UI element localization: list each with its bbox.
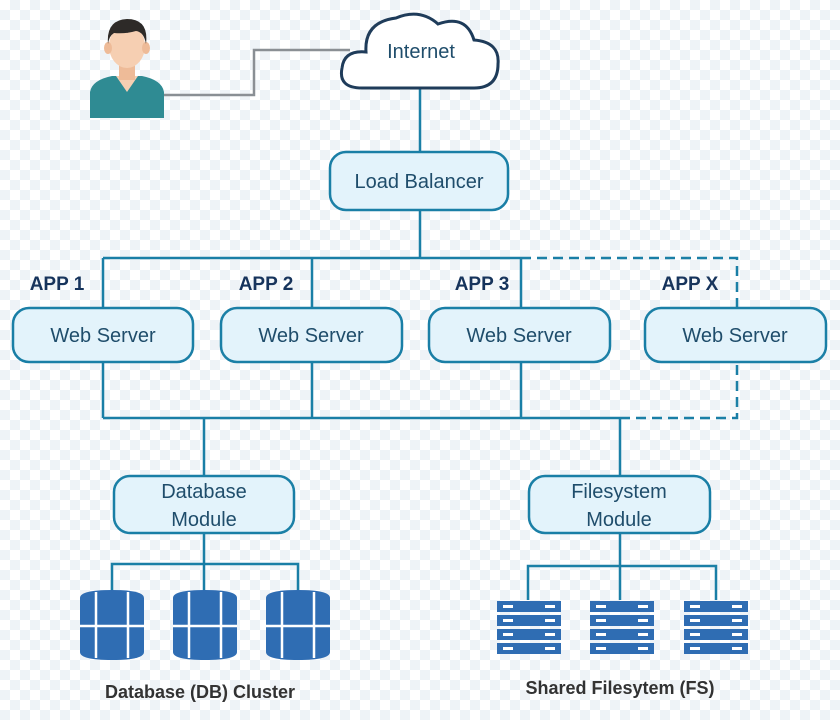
web-server-node-app3[interactable]: Web Server (427, 306, 612, 364)
connector-lines (101, 48, 739, 600)
top-bus-dashed-line (521, 256, 739, 308)
web-server-label: Web Server (50, 325, 156, 347)
load-balancer-label: Load Balancer (355, 171, 484, 193)
db-cluster-caption: Database (DB) Cluster (105, 682, 295, 702)
app-label-x: APP X (662, 274, 719, 295)
app-label-3: APP 3 (455, 274, 510, 295)
database-drum-icon (173, 590, 237, 660)
fs-caption: Shared Filesytem (FS) (525, 678, 714, 698)
web-server-label: Web Server (466, 325, 572, 347)
database-drum-icon (266, 590, 330, 660)
filesystem-module-line2: Module (586, 509, 652, 531)
web-server-node-appx[interactable]: Web Server (643, 306, 828, 364)
storage-racks (497, 601, 748, 654)
web-server-node-app1[interactable]: Web Server (11, 306, 195, 364)
cloud-icon (339, 12, 500, 90)
internet-cloud: Internet (339, 12, 500, 90)
server-rack-icon (497, 601, 561, 654)
filesystem-module-line1: Filesystem (571, 481, 667, 503)
web-server-label: Web Server (258, 325, 364, 347)
web-server-label: Web Server (682, 325, 788, 347)
load-balancer-node[interactable]: Load Balancer (328, 150, 510, 212)
web-server-node-app2[interactable]: Web Server (219, 306, 404, 364)
database-module-line2: Module (171, 509, 237, 531)
server-rack-icon (590, 601, 654, 654)
fs-fan-line (526, 564, 718, 600)
bottom-bus-dashed-line (620, 362, 739, 420)
app-label-2: APP 2 (239, 274, 294, 295)
database-module-line1: Database (161, 481, 247, 503)
database-drum-icon (80, 590, 144, 660)
user-to-internet-line (164, 48, 350, 97)
internet-label: Internet (387, 41, 455, 63)
server-rack-icon (684, 601, 748, 654)
app-label-1: APP 1 (30, 274, 85, 295)
user-avatar-icon (90, 19, 164, 118)
filesystem-module-node[interactable]: Filesystem Module (527, 474, 712, 535)
database-module-node[interactable]: Database Module (112, 474, 296, 535)
